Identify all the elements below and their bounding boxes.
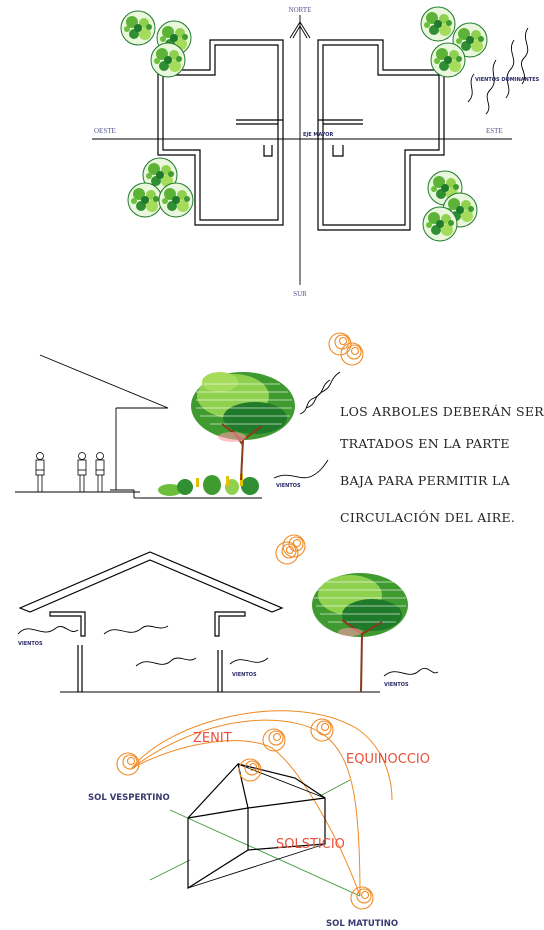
plan-tree-sw <box>127 157 194 218</box>
plan-house-left <box>157 39 284 226</box>
solstice-label: SOLSTICIO <box>276 837 345 852</box>
equinox-label: EQUINOCCIO <box>346 752 430 767</box>
sun-solstice <box>238 758 262 782</box>
sun-equinox <box>310 718 334 742</box>
section-house-partial <box>15 354 262 499</box>
sun-arc-equinox <box>131 740 361 897</box>
sun-path-diagram: ZENIT EQUINOCCIO SOLSTICIO SOL VESPERTIN… <box>88 710 430 929</box>
wind-arrow-tree <box>273 459 329 479</box>
sun-arc-solstice <box>131 719 361 897</box>
sun-zenith <box>262 728 286 752</box>
site-plan: NORTE SUR OESTE ESTE EJE MAYOR VIENTOS D… <box>92 6 540 298</box>
ground-shrubs <box>158 474 259 496</box>
note-line-2: TRATADOS EN LA PARTE <box>340 436 510 451</box>
prevailing-winds-arrows <box>467 27 529 115</box>
plan-tree-nw <box>120 10 192 78</box>
house-ventilation-section: VIENTOS VIENTOS VIENTOS <box>17 534 439 693</box>
evening-sun-label: SOL VESPERTINO <box>88 793 170 803</box>
note-line-4: CIRCULACIÓN DEL AIRE. <box>340 509 515 525</box>
winds-label-mid: VIENTOS <box>232 672 257 678</box>
plan-house-right <box>317 39 445 231</box>
sun-icon-1 <box>328 332 364 366</box>
tree-section: VIENTOS LOS ARBOLES DEBERÁN SER TRATADOS… <box>15 332 544 525</box>
note-line-3: BAJA PARA PERMITIR LA <box>340 473 511 488</box>
zenith-label: ZENIT <box>193 731 232 746</box>
sun-arc-outer <box>131 710 393 801</box>
isometric-house <box>187 762 326 890</box>
plan-tree-se <box>422 170 478 242</box>
sun-morning <box>350 886 374 910</box>
section-tree-1 <box>191 372 295 481</box>
morning-sun-label: SOL MATUTINO <box>326 919 398 929</box>
north-arrow-icon <box>289 21 311 39</box>
gable-roof <box>18 551 284 613</box>
wind-arrow-left <box>17 626 79 635</box>
west-label: OESTE <box>94 127 116 135</box>
plan-tree-ne <box>420 6 488 78</box>
winds-label-right: VIENTOS <box>384 682 409 688</box>
prevailing-winds-label: VIENTOS DOMINANTES <box>475 77 540 83</box>
sun-ray-wave <box>305 371 341 409</box>
people-figures <box>35 452 105 493</box>
note-line-1: LOS ARBOLES DEBERÁN SER <box>340 404 544 419</box>
section-tree-2 <box>312 573 408 693</box>
wind-arrow-right <box>383 667 439 677</box>
winds-label-tree: VIENTOS <box>276 483 301 489</box>
major-axis-label: EJE MAYOR <box>303 132 333 138</box>
wind-arrow-mid <box>229 657 269 665</box>
east-west-line <box>169 809 361 897</box>
south-label: SUR <box>293 290 307 298</box>
sun-icon-2 <box>275 534 306 565</box>
winds-label-left: VIENTOS <box>18 641 43 647</box>
north-label: NORTE <box>289 6 312 14</box>
east-label: ESTE <box>486 127 503 135</box>
